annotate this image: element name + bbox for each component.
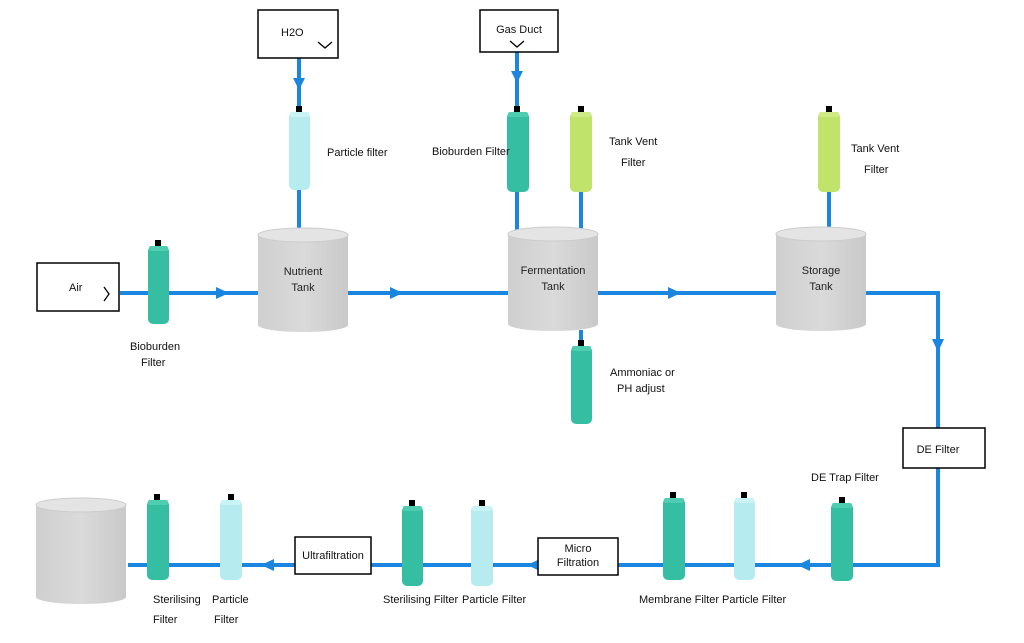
de-filter-label: DE Filter	[917, 444, 960, 456]
arrow-air	[216, 287, 229, 299]
micro-filtration-label-2: Filtration	[557, 557, 599, 569]
tank-vent-filter-1-label-2: Filter	[621, 157, 646, 169]
nutrient-tank: Nutrient Tank	[257, 227, 349, 332]
input-gas-duct-box: Gas Duct	[479, 9, 559, 53]
particle-filter-left-label-1: Particle	[212, 594, 249, 606]
particle-filter-left-label-2: Filter	[214, 614, 239, 626]
tank-vent-filter-2-label-1: Tank Vent	[851, 143, 899, 155]
membrane-filter	[663, 492, 685, 580]
ultrafiltration-box: Ultrafiltration	[294, 536, 372, 575]
input-air-box: Air	[36, 262, 120, 312]
arrow-ferm-storage	[668, 287, 681, 299]
storage-tank-label-2: Tank	[809, 281, 833, 293]
ultrafiltration-label: Ultrafiltration	[302, 550, 364, 562]
particle-filter-bottom-right-label: Particle Filter	[722, 594, 787, 606]
input-h2o-label: H2O	[281, 27, 304, 39]
chevron-down-icon	[509, 40, 525, 48]
sterilising-filter-mid-label: Sterilising Filter	[383, 594, 459, 606]
tank-vent-filter-1	[570, 106, 592, 192]
chevron-right-icon	[103, 286, 110, 302]
input-h2o-box: H2O	[257, 9, 339, 59]
chevron-down-icon	[317, 41, 333, 49]
bioburden-filter-top-label: Bioburden Filter	[432, 146, 510, 158]
nutrient-tank-label-1: Nutrient	[284, 266, 323, 278]
sterilising-filter-left	[147, 494, 169, 580]
micro-filtration-box: Micro Filtration	[537, 537, 619, 576]
fermentation-tank: Fermentation Tank	[507, 226, 599, 331]
bioburden-filter-air-label-1: Bioburden	[130, 341, 180, 353]
particle-filter-mid-label: Particle Filter	[462, 594, 527, 606]
micro-filtration-label-1: Micro	[565, 543, 592, 555]
particle-filter-top	[289, 106, 310, 190]
pipes	[120, 50, 940, 567]
particle-filter-mid	[471, 500, 493, 586]
input-gas-duct-label: Gas Duct	[496, 24, 542, 36]
tank-vent-filter-2-label-2: Filter	[864, 164, 889, 176]
de-filter-box: DE Filter	[902, 427, 986, 469]
sterilising-filter-mid	[402, 500, 423, 586]
bioburden-filter-air-label-2: Filter	[141, 357, 166, 369]
pipe-de-to-bottom	[128, 468, 940, 567]
fermentation-tank-label-1: Fermentation	[521, 265, 586, 277]
bioburden-filter-top	[507, 106, 529, 192]
arrow-bottom-right	[797, 559, 810, 571]
final-product-tank	[35, 497, 127, 604]
particle-filter-left	[220, 494, 242, 580]
arrow-bottom-mid	[527, 559, 540, 571]
input-air-label: Air	[69, 282, 83, 294]
arrow-h2o	[293, 78, 305, 90]
arrow-to-de	[932, 339, 944, 352]
nutrient-tank-label-2: Tank	[291, 282, 315, 294]
sterilising-filter-left-label-2: Filter	[153, 614, 178, 626]
ammoniac-filter	[571, 340, 592, 424]
storage-tank-label-1: Storage	[802, 265, 841, 277]
arrow-bottom-left	[261, 559, 274, 571]
particle-filter-top-label: Particle filter	[327, 147, 388, 159]
arrows	[216, 71, 944, 571]
arrow-nutrient-ferm	[390, 287, 403, 299]
de-trap-filter-label: DE Trap Filter	[811, 472, 879, 484]
sterilising-filter-left-label-1: Sterilising	[153, 594, 201, 606]
particle-filter-bottom-right	[734, 492, 755, 580]
arrow-gas	[511, 71, 523, 83]
storage-tank: Storage Tank	[775, 226, 867, 331]
ammoniac-label-1: Ammoniac or	[610, 367, 675, 379]
tank-vent-filter-1-label-1: Tank Vent	[609, 136, 657, 148]
bioburden-filter-air	[148, 240, 169, 324]
fermentation-tank-label-2: Tank	[541, 281, 565, 293]
pipe-storage-to-de	[866, 291, 940, 428]
tank-vent-filter-2	[818, 106, 840, 192]
membrane-filter-label: Membrane Filter	[639, 594, 719, 606]
de-trap-filter	[831, 497, 853, 581]
ammoniac-label-2: PH adjust	[617, 383, 665, 395]
